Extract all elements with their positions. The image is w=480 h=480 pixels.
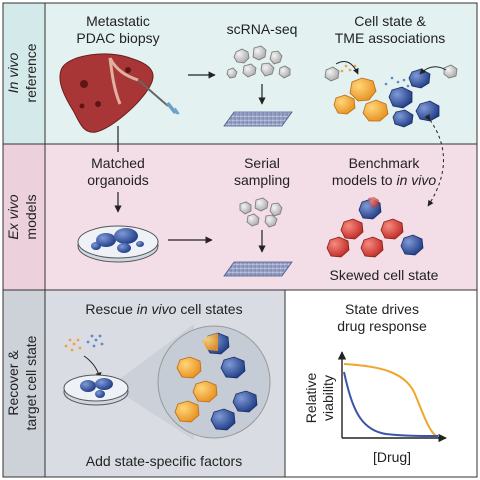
- factor-dots-icon: [64, 334, 104, 352]
- recover-side-label: Recover &: [5, 350, 21, 416]
- organoids-title-line2: organoids: [87, 172, 149, 188]
- svg-text:target cell state: target cell state: [23, 335, 39, 430]
- bench-title-line2: models to in vivo: [332, 172, 436, 188]
- sampled-cells-icon: [239, 197, 283, 228]
- zoomed-organoid-view: [157, 325, 271, 439]
- orange-state-curve: [343, 363, 437, 437]
- sequencing-chip-icon: [223, 111, 293, 127]
- organoids-title-line1: Matched: [91, 155, 145, 171]
- serial-title-line2: sampling: [234, 172, 290, 188]
- serial-title-line1: Serial: [244, 155, 280, 171]
- liver-icon: [59, 53, 154, 133]
- target-side-label: target cell state: [23, 335, 39, 430]
- svg-text:Relative: Relative: [303, 373, 319, 424]
- rescue-dish-icon: [63, 374, 129, 406]
- svg-text:Recover &: Recover &: [5, 350, 21, 416]
- tme-cells-icon: [324, 61, 458, 128]
- side-label-column-2: [2, 143, 46, 291]
- svg-text:In vivo: In vivo: [5, 53, 21, 94]
- dose-response-plot: [337, 351, 447, 443]
- dissociated-cells-icon: [226, 45, 291, 79]
- biopsy-title-line1: Metastatic: [86, 13, 150, 29]
- benchmark-comparison-arrow: [424, 113, 444, 207]
- sequencing-chip-icon-2: [223, 261, 293, 277]
- biopsy-title-line2: PDAC biopsy: [76, 30, 159, 46]
- in-vivo-side-label: In vivo: [5, 53, 21, 94]
- biopsy-needle-icon: [137, 79, 180, 115]
- add-factors-label: Add state-specific factors: [86, 453, 242, 469]
- xlabel: [Drug]: [373, 449, 411, 465]
- rescue-title: Rescue in vivo cell states: [85, 301, 242, 317]
- svg-text:reference: reference: [23, 43, 39, 102]
- ylabel-line1: Relative: [303, 373, 319, 424]
- assoc-title-line2: TME associations: [335, 30, 445, 46]
- side-label-column-3: [2, 289, 46, 478]
- scrnaseq-title: scRNA-seq: [227, 21, 298, 37]
- models-side-label: models: [23, 194, 39, 239]
- ylabel-line2: viability: [320, 375, 336, 421]
- svg-text:Ex vivo: Ex vivo: [5, 194, 21, 239]
- assoc-title-line1: Cell state &: [354, 13, 426, 29]
- drug-title-line2: drug response: [337, 318, 427, 334]
- skewed-cells-icon: [326, 197, 424, 258]
- bench-title-line1: Benchmark: [349, 155, 421, 171]
- organoids-title-bg: [70, 152, 166, 192]
- ex-vivo-side-label: Ex vivo: [5, 194, 21, 239]
- skewed-label: Skewed cell state: [330, 267, 439, 283]
- organoid-dish-icon: [77, 225, 159, 263]
- reference-side-label: reference: [23, 43, 39, 102]
- svg-text:viability: viability: [320, 375, 336, 421]
- drug-title-line1: State drives: [345, 301, 419, 317]
- blue-state-curve: [343, 371, 439, 437]
- svg-text:models: models: [23, 194, 39, 239]
- drug-panel: [284, 289, 478, 478]
